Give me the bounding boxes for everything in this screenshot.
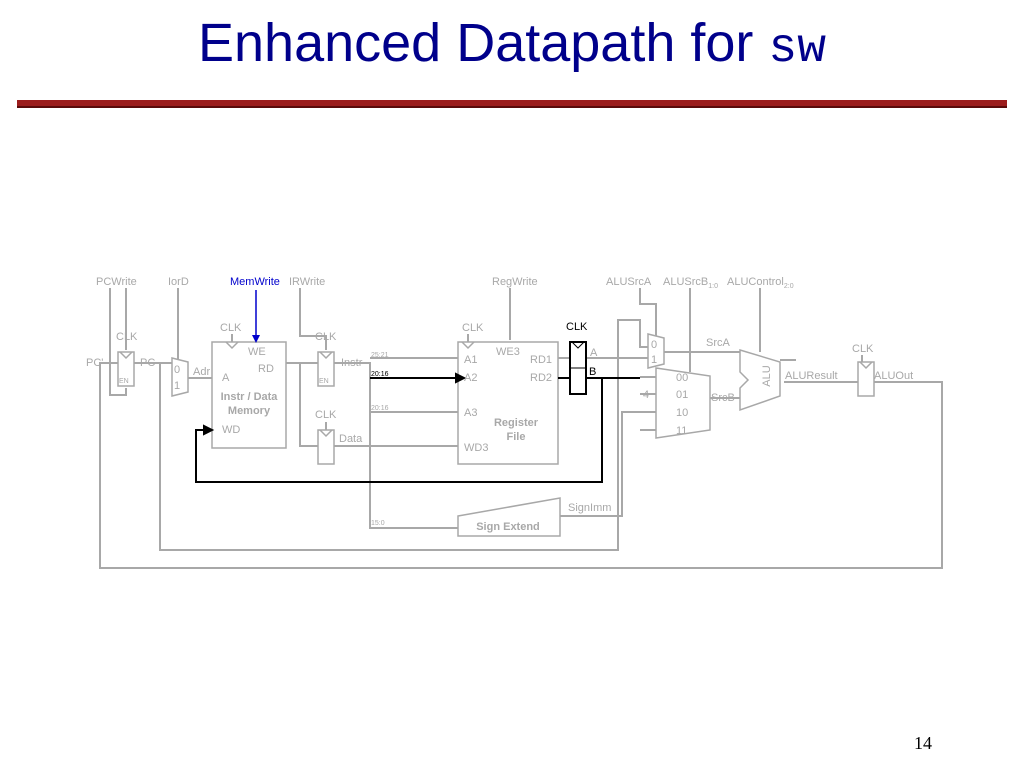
pc-en-label: EN bbox=[119, 378, 129, 385]
srca-label: SrcA bbox=[706, 337, 731, 349]
title-rule bbox=[17, 100, 1007, 106]
reg-a-label: A bbox=[590, 347, 598, 359]
alucontrol-label: ALUControl2:0 bbox=[727, 276, 794, 290]
iord-mux-0: 0 bbox=[174, 364, 180, 376]
rf-rd1-label: RD1 bbox=[530, 354, 552, 366]
data-clk-label: CLK bbox=[315, 409, 337, 421]
bits-20-16: 20:16 bbox=[371, 371, 389, 378]
ir-en-label: EN bbox=[319, 378, 329, 385]
irwrite-label: IRWrite bbox=[289, 276, 325, 288]
inactive-wires bbox=[99, 288, 943, 569]
instr-label: Instr bbox=[341, 357, 363, 369]
aluresult-label: ALUResult bbox=[785, 370, 838, 382]
mem-name-line1: Instr / Data bbox=[221, 391, 279, 403]
ab-clk-label: CLK bbox=[566, 321, 588, 333]
mem-a-label: A bbox=[222, 372, 230, 384]
sign-extend-label: Sign Extend bbox=[476, 521, 540, 533]
memwrite-arrow bbox=[252, 290, 260, 343]
signimm-label: SignImm bbox=[568, 502, 611, 514]
alusrca-label: ALUSrcA bbox=[606, 276, 652, 288]
srcb-mux-11: 11 bbox=[676, 425, 687, 437]
srcb-mux-01: 01 bbox=[676, 389, 688, 401]
page-number: 14 bbox=[914, 733, 932, 753]
mem-clk-label: CLK bbox=[220, 322, 242, 334]
mem-name-line2: Memory bbox=[228, 405, 271, 417]
pc-label: PC bbox=[140, 357, 155, 369]
rf-name-line1: Register bbox=[494, 417, 539, 429]
mem-wd-label: WD bbox=[222, 424, 240, 436]
regwrite-label: RegWrite bbox=[492, 276, 538, 288]
rf-wd3-label: WD3 bbox=[464, 442, 488, 454]
bits-20-16-b: 20:16 bbox=[371, 405, 389, 412]
alu-label: ALU bbox=[761, 365, 773, 386]
title-code: sw bbox=[768, 22, 826, 76]
rf-rd2-label: RD2 bbox=[530, 372, 552, 384]
iord-mux-1: 1 bbox=[174, 380, 180, 392]
rf-a3-label: A3 bbox=[464, 407, 477, 419]
ab-register bbox=[569, 341, 587, 395]
four-label: 4 bbox=[643, 389, 649, 401]
srcb-mux-10: 10 bbox=[676, 407, 688, 419]
srca-mux-0: 0 bbox=[651, 339, 657, 351]
aluout-clk-label: CLK bbox=[852, 343, 874, 355]
adr-label: Adr bbox=[193, 366, 210, 378]
memwrite-label: MemWrite bbox=[230, 276, 280, 288]
inactive-blocks bbox=[117, 333, 875, 537]
reg-b-label: B bbox=[589, 366, 596, 378]
data-label: Data bbox=[339, 433, 363, 445]
pcwrite-label: PCWrite bbox=[96, 276, 137, 288]
rf-a2-label: A2 bbox=[464, 372, 477, 384]
active-wires bbox=[195, 372, 640, 483]
pc-clk-label: CLK bbox=[116, 331, 138, 343]
mem-rd-label: RD bbox=[258, 363, 274, 375]
aluout-label: ALUOut bbox=[874, 370, 913, 382]
srca-mux-1: 1 bbox=[651, 354, 657, 366]
ir-clk-label: CLK bbox=[315, 331, 337, 343]
alusrcb-label: ALUSrcB1:0 bbox=[663, 276, 718, 290]
srcb-label: SrcB bbox=[711, 392, 735, 404]
rf-name-line2: File bbox=[507, 431, 526, 443]
title-text: Enhanced Datapath for bbox=[197, 13, 769, 73]
iord-label: IorD bbox=[168, 276, 189, 288]
srcb-mux-00: 00 bbox=[676, 372, 688, 384]
pc-prime-label: PC' bbox=[86, 357, 103, 369]
title-rule-shadow bbox=[17, 106, 1007, 108]
slide-title: Enhanced Datapath for sw bbox=[0, 12, 1024, 76]
rf-a1-label: A1 bbox=[464, 354, 477, 366]
rf-clk-label: CLK bbox=[462, 322, 484, 334]
rf-we3-label: WE3 bbox=[496, 346, 520, 358]
bits-25-21: 25:21 bbox=[371, 352, 389, 359]
mem-we-label: WE bbox=[248, 346, 266, 358]
bits-15-0: 15:0 bbox=[371, 520, 385, 527]
